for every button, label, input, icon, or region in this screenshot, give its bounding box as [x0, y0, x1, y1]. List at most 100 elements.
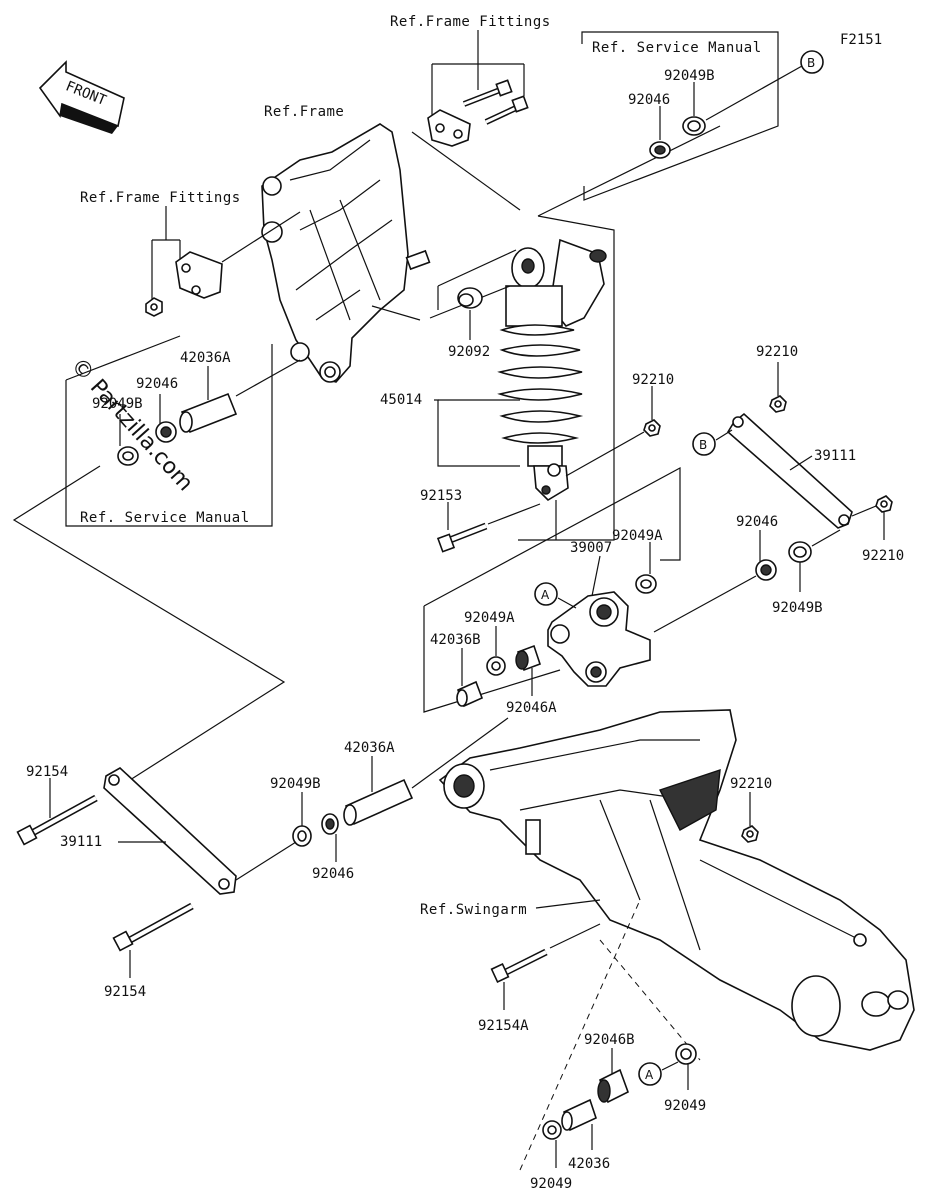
front-arrow-icon: FRONT [38, 60, 125, 134]
nut-92210-right [875, 495, 893, 513]
leader [705, 65, 803, 121]
label-92210-right: 92210 [862, 548, 904, 564]
axis-line [549, 923, 601, 949]
label-92154-bottom: 92154 [104, 984, 146, 1000]
label-92049A-lower: 92049A [464, 610, 515, 626]
service-manual-box-left [65, 335, 273, 527]
axis-line [221, 211, 301, 263]
frame-bolt-top-2 [484, 95, 529, 125]
label-92046-left: 92046 [136, 376, 178, 392]
link-39111-left [103, 767, 237, 895]
axis-line [851, 505, 877, 517]
label-92049B-left: 92049B [92, 396, 143, 412]
seal-92049A-upper [635, 574, 657, 594]
ref-service-manual-top: Ref. Service Manual [592, 40, 762, 56]
axis-line [411, 717, 509, 789]
callout-B-top: B [800, 50, 824, 74]
nut-92210-link [769, 395, 787, 413]
sleeve-42036 [561, 1098, 597, 1132]
label-92092: 92092 [448, 344, 490, 360]
axis-line [519, 899, 641, 1171]
rocker-39007 [547, 591, 651, 687]
seal-92049B-top [682, 116, 706, 136]
label-92046B: 92046B [584, 1032, 635, 1048]
label-92046A: 92046A [506, 700, 557, 716]
axis-line [235, 359, 301, 397]
label-92049B-top: 92049B [664, 68, 715, 84]
shock-absorber [497, 238, 607, 502]
bushing-92046-mid [321, 813, 339, 835]
leader [789, 455, 813, 471]
sleeve-42036A-mid [343, 778, 414, 826]
frame-plate-top [427, 109, 471, 147]
ref-frame: Ref.Frame [264, 104, 344, 120]
bushing-92046B [597, 1068, 629, 1104]
seal-92049-bottom [542, 1120, 562, 1140]
seal-92049-right [675, 1043, 697, 1065]
axis-line [12, 465, 286, 781]
bushing-92046-top [649, 141, 671, 159]
bushing-92092 [457, 287, 483, 309]
label-92049-right: 92049 [664, 1098, 706, 1114]
label-42036A-left: 42036A [180, 350, 231, 366]
svg-text:A: A [541, 588, 550, 602]
label-92153: 92153 [420, 488, 462, 504]
label-42036B: 42036B [430, 632, 481, 648]
label-92210-swing: 92210 [730, 776, 772, 792]
svg-text:A: A [645, 1068, 654, 1082]
service-manual-box-top [581, 31, 779, 201]
axis-line [537, 125, 721, 217]
link-39111-right [726, 412, 853, 529]
svg-text:B: B [699, 438, 707, 452]
axis-line [235, 841, 297, 881]
ref-service-manual-left: Ref. Service Manual [80, 510, 250, 526]
frame-bracket [261, 123, 431, 383]
label-92210-link: 92210 [756, 344, 798, 360]
bolt-92153 [436, 522, 488, 553]
label-92154A: 92154A [478, 1018, 529, 1034]
frame-bolt-top-1 [462, 79, 513, 107]
axis-line [437, 249, 517, 287]
callout-A-bottom: A [638, 1062, 662, 1086]
ref-frame-fittings-left: Ref.Frame Fittings [80, 190, 241, 206]
label-92046-mid: 92046 [312, 866, 354, 882]
axis-line [487, 503, 541, 525]
rocker-box [423, 606, 561, 713]
bushing-92046A [515, 644, 542, 672]
ref-frame-fittings-top: Ref.Frame Fittings [390, 14, 551, 30]
axis-line [599, 939, 701, 1061]
swingarm [438, 709, 915, 1051]
seal-92049B-right [788, 541, 812, 563]
label-92049B-right: 92049B [772, 600, 823, 616]
bushing-92046-right [755, 559, 777, 581]
bushing-92046-left [155, 421, 177, 443]
leader [591, 555, 601, 597]
frame-fittings-bracket-top [431, 30, 525, 118]
leader [661, 1061, 679, 1071]
shock-box [518, 215, 615, 541]
svg-text:B: B [807, 56, 815, 70]
bolt-92154A [490, 948, 548, 983]
callout-A-rocker: A [534, 582, 558, 606]
axis-line [371, 305, 421, 321]
axis-line [565, 431, 645, 477]
sleeve-42036A-left [179, 392, 238, 434]
axis-line [411, 131, 521, 211]
leader [434, 399, 520, 467]
callout-B-link: B [692, 432, 716, 456]
ref-swingarm: Ref.Swingarm [420, 902, 527, 918]
label-39111-left: 39111 [60, 834, 102, 850]
leader [715, 429, 733, 441]
axis-line [811, 529, 841, 547]
rocker-box [423, 466, 681, 607]
label-92049A-upper: 92049A [612, 528, 663, 544]
nut-92210-swing [741, 825, 759, 843]
label-92046-top: 92046 [628, 92, 670, 108]
label-92210-shock: 92210 [632, 372, 674, 388]
axis-line [653, 575, 757, 633]
label-39111-right: 39111 [814, 448, 856, 464]
bolt-92154-top [16, 794, 98, 846]
seal-92049B-mid [292, 825, 312, 847]
frame-fittings-bracket-left [151, 206, 181, 300]
